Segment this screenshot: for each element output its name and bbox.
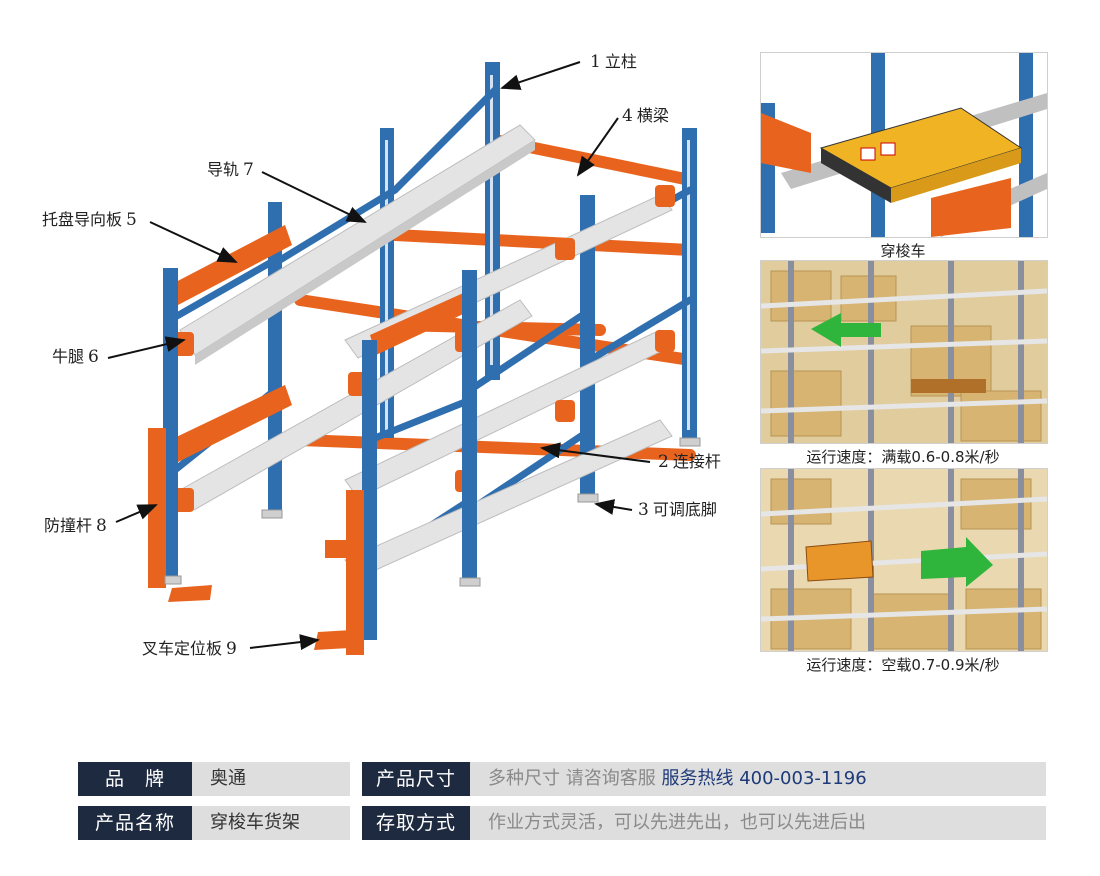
size-label: 产品尺寸 — [362, 762, 470, 796]
shuttle-photo — [760, 52, 1048, 238]
callout-number: 2 — [658, 452, 669, 472]
access-value: 作业方式灵活，可以先进先出，也可以先进后出 — [470, 806, 1046, 840]
brand-label: 品 牌 — [78, 762, 192, 796]
hotline-label: 服务热线 — [661, 768, 734, 789]
forklift-plates — [168, 585, 352, 650]
size-value: 多种尺寸 请咨询客服 服务热线 400-003-1196 — [470, 762, 1046, 796]
spec-row-2: 产品名称 穿梭车货架 存取方式 作业方式灵活，可以先进先出，也可以先进后出 — [78, 806, 1046, 840]
empty-load-photo — [760, 468, 1048, 652]
callout-label: 可调底脚 — [652, 500, 717, 519]
rack-diagram — [107, 61, 701, 655]
callout-number: 5 — [126, 210, 137, 230]
callout-number: 1 — [590, 52, 601, 72]
adjustable-feet — [164, 437, 701, 587]
callout-number: 6 — [88, 347, 99, 367]
full-load-photo — [760, 260, 1048, 444]
shuttle-caption: 穿梭车 — [880, 242, 926, 260]
access-label: 存取方式 — [362, 806, 470, 840]
full-load-caption: 运行速度：满载0.6-0.8米/秒 — [806, 448, 1000, 466]
callout-number: 7 — [243, 160, 254, 180]
upright-holes — [385, 75, 690, 430]
empty-load-caption: 运行速度：空载0.7-0.9米/秒 — [806, 656, 1000, 674]
name-label: 产品名称 — [78, 806, 192, 840]
callout-label: 叉车定位板 — [142, 639, 223, 658]
hotline-number[interactable]: 400-003-1196 — [739, 768, 867, 789]
callout-label: 立柱 — [604, 52, 637, 71]
name-value: 穿梭车货架 — [192, 806, 350, 840]
callout-label: 横梁 — [636, 106, 669, 125]
callout-number: 4 — [622, 106, 633, 126]
callout-label: 防撞杆 — [44, 516, 93, 535]
callout-label: 导轨 — [207, 160, 240, 179]
callout-label: 连接杆 — [672, 452, 721, 471]
brand-value: 奥通 — [192, 762, 350, 796]
callout-label: 托盘导向板 — [42, 210, 123, 229]
callout-arrows — [107, 61, 651, 651]
callout-number: 9 — [226, 639, 237, 659]
callout-label: 牛腿 — [52, 347, 85, 366]
callout-number: 8 — [96, 516, 107, 536]
spec-row-1: 品 牌 奥通 产品尺寸 多种尺寸 请咨询客服 服务热线 400-003-1196 — [78, 762, 1046, 796]
callout-number: 3 — [638, 500, 649, 520]
size-text: 多种尺寸 请咨询客服 — [488, 768, 656, 789]
pallet-guide-plates — [170, 225, 476, 462]
